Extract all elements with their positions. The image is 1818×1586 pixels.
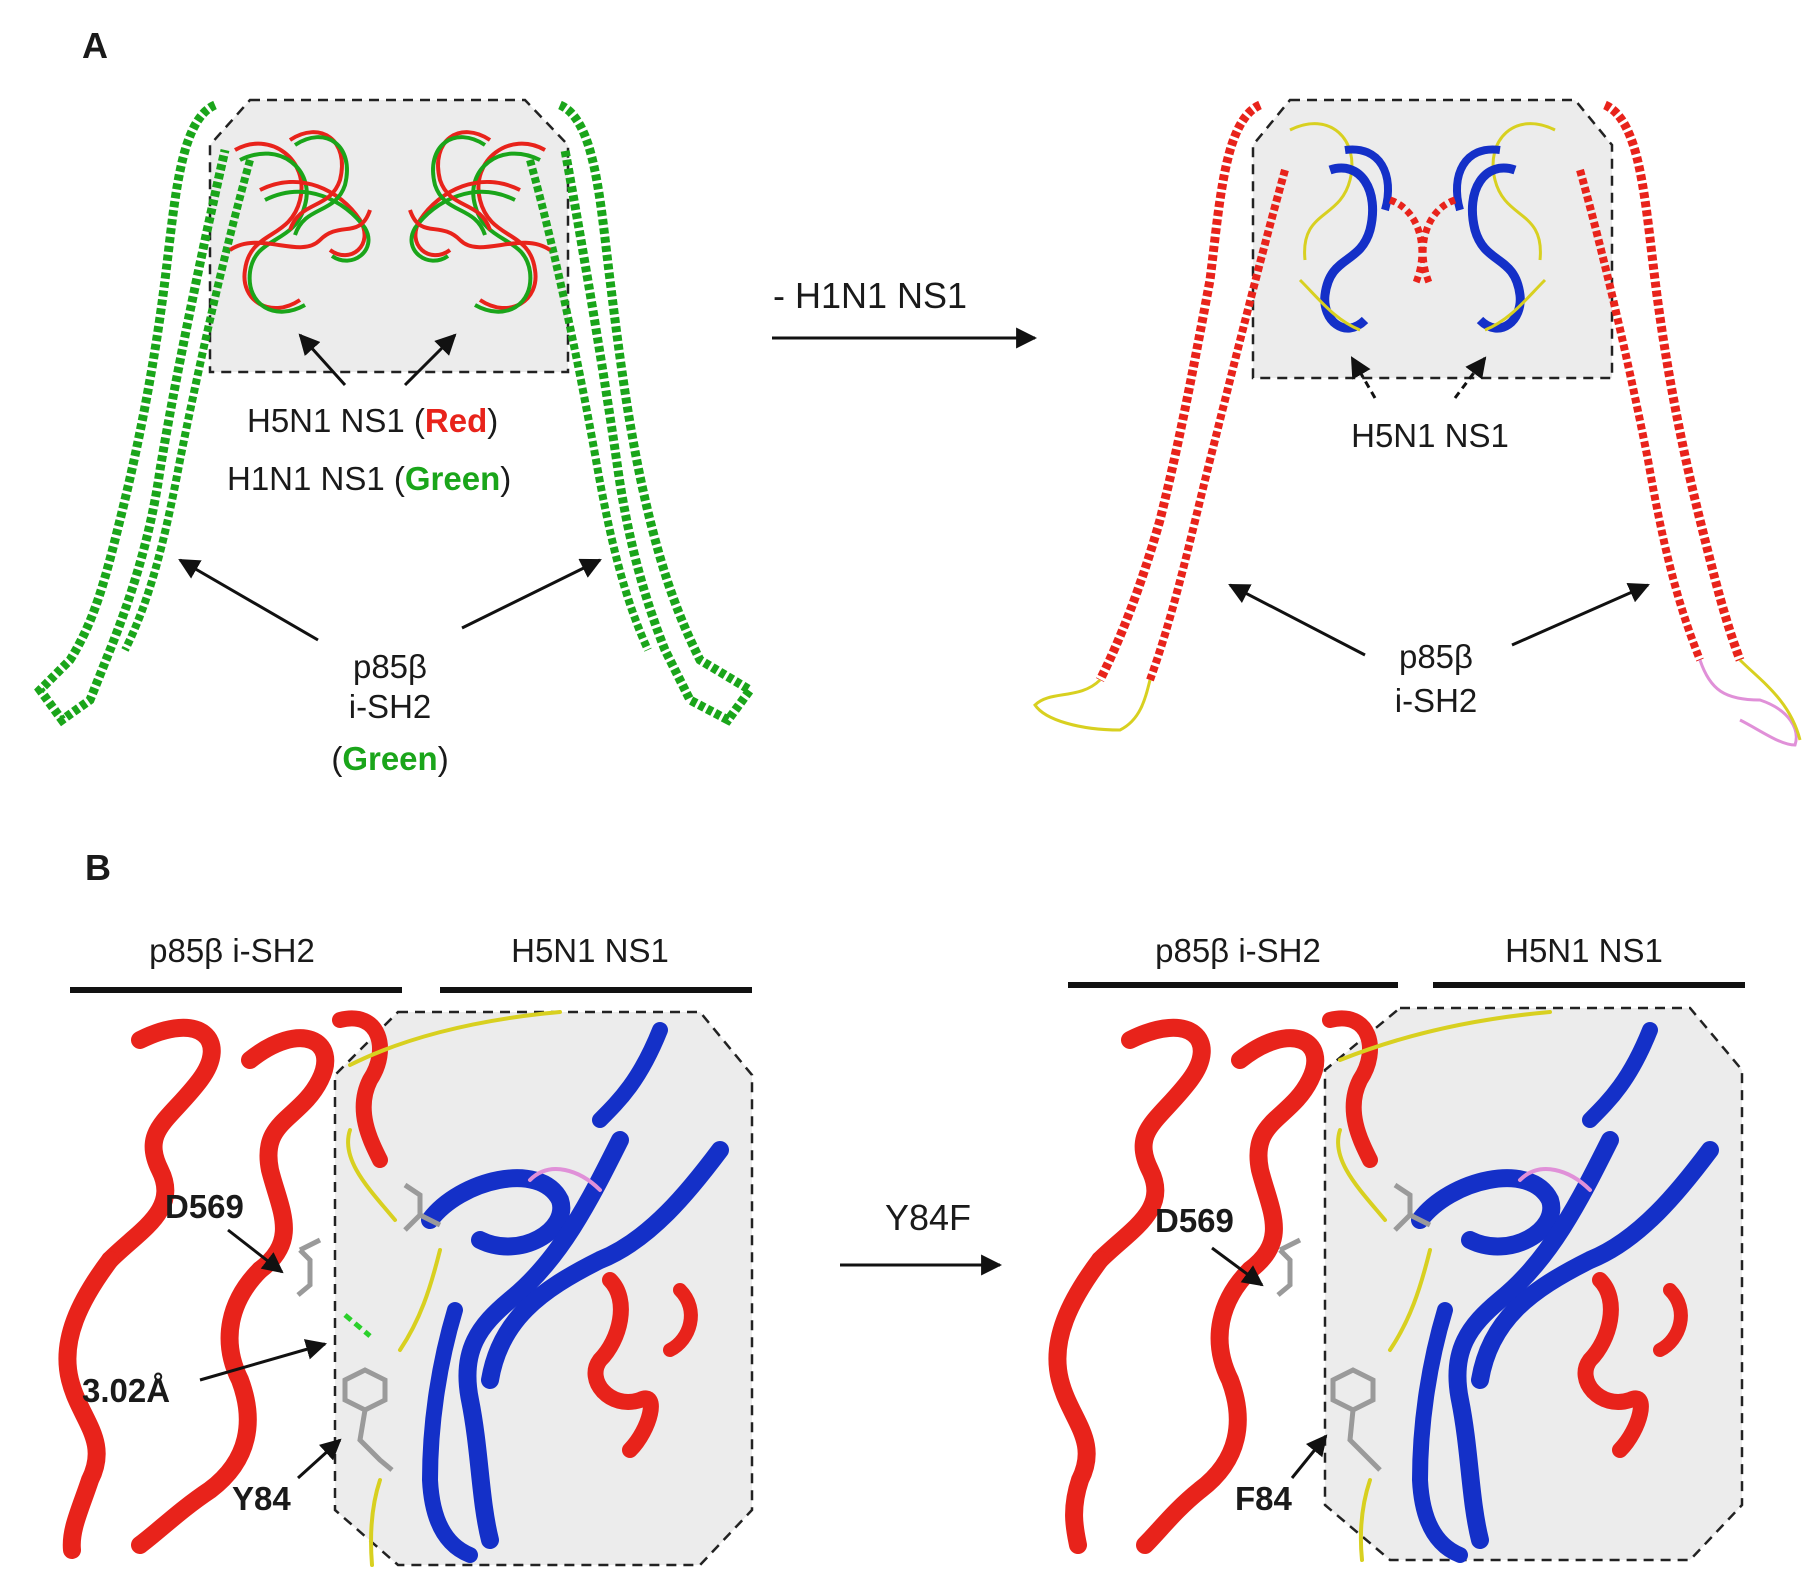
- header-p85-left: p85β i-SH2: [149, 932, 315, 969]
- p85-label-line2: i-SH2: [349, 688, 432, 725]
- arrow-p85-right: [461, 558, 602, 630]
- arrow-distance: [199, 1339, 328, 1382]
- residue-f84: F84: [1235, 1480, 1293, 1517]
- panel-a-right-structure: H5N1 NS1 p85β i-SH2: [1033, 98, 1802, 747]
- panel-b-left: p85β i-SH2 H5N1 NS1: [58, 932, 754, 1567]
- residue-d569-left: D569: [165, 1188, 244, 1225]
- p85-helix-left-red: [1095, 100, 1263, 683]
- header-ns1-right: H5N1 NS1: [1505, 932, 1663, 969]
- p85-helix-right-red: [1602, 100, 1745, 662]
- residue-y84: Y84: [232, 1480, 291, 1517]
- residue-d569-right: D569: [1155, 1202, 1234, 1239]
- p85-helix-left-green-2: [121, 158, 254, 652]
- arrow-ns1-right-a-right: [1453, 356, 1487, 399]
- arrow-p85-right-a-left: [1228, 583, 1366, 657]
- panel-b-letter: B: [85, 847, 111, 888]
- ns1-ribbons-right: [1336, 1010, 1719, 1563]
- arrow-ns1-right-a-left: [1350, 356, 1377, 399]
- arrow-ns1-left: [298, 333, 347, 387]
- transition-a-label: - H1N1 NS1: [773, 275, 967, 316]
- p85-right-label-line2: i-SH2: [1395, 682, 1478, 719]
- p85-loop-right-pink: [1698, 659, 1798, 747]
- p85-helix-left-green: [34, 100, 230, 727]
- p85-helix-left-red-2: [1146, 168, 1289, 682]
- ns1-right-ribbons: [1289, 122, 1556, 333]
- p85-label-line1: p85β: [353, 648, 427, 685]
- distance-label: 3.02Å: [82, 1372, 170, 1409]
- arrow-ns1-right: [403, 333, 457, 387]
- arrow-p85-right-a-right: [1511, 583, 1650, 647]
- ns1-overlay-ribbons: [228, 130, 552, 314]
- caption-h1n1-green: H1N1 NS1 (Green): [227, 460, 511, 497]
- p85-ribbons-left: [58, 1010, 698, 1559]
- p85-helix-right-red-2: [1576, 168, 1704, 662]
- p85-loop-left-yellow: [1033, 678, 1152, 732]
- arrow-d569-right: [1211, 1246, 1264, 1287]
- arrow-p85-left: [178, 558, 319, 642]
- transition-b-label: Y84F: [885, 1197, 971, 1238]
- p85-right-label-line1: p85β: [1399, 638, 1473, 675]
- panel-a-letter: A: [82, 25, 108, 66]
- p85-ribbons-right: [1048, 1010, 1688, 1554]
- arrow-f84: [1290, 1434, 1328, 1479]
- caption-h5n1: H5N1 NS1: [1351, 417, 1509, 454]
- panel-b-right: p85β i-SH2 H5N1 NS1: [1048, 932, 1745, 1563]
- arrow-d569-left: [227, 1228, 284, 1274]
- arrow-y84: [296, 1438, 342, 1480]
- p85-label-line3: (Green): [331, 740, 448, 777]
- p85-helix-right-green-2: [526, 158, 652, 652]
- p85-loop-right-yellow: [1738, 658, 1802, 741]
- panel-a: A: [34, 25, 1802, 777]
- hbond-line: [343, 1313, 372, 1338]
- header-ns1-left: H5N1 NS1: [511, 932, 669, 969]
- header-p85-right: p85β i-SH2: [1155, 932, 1321, 969]
- side-chains-left: [296, 1182, 442, 1472]
- p85-helix-right-green: [557, 100, 757, 726]
- ns1-ribbons-left: [346, 1010, 729, 1567]
- side-chains-right: [1276, 1182, 1432, 1472]
- panel-a-left-structure: H5N1 NS1 (Red) H1N1 NS1 (Green) p85β i-S…: [34, 98, 757, 777]
- caption-h5n1-red: H5N1 NS1 (Red): [247, 402, 498, 439]
- panel-b: B p85β i-SH2 H5N1 NS1: [58, 847, 1745, 1567]
